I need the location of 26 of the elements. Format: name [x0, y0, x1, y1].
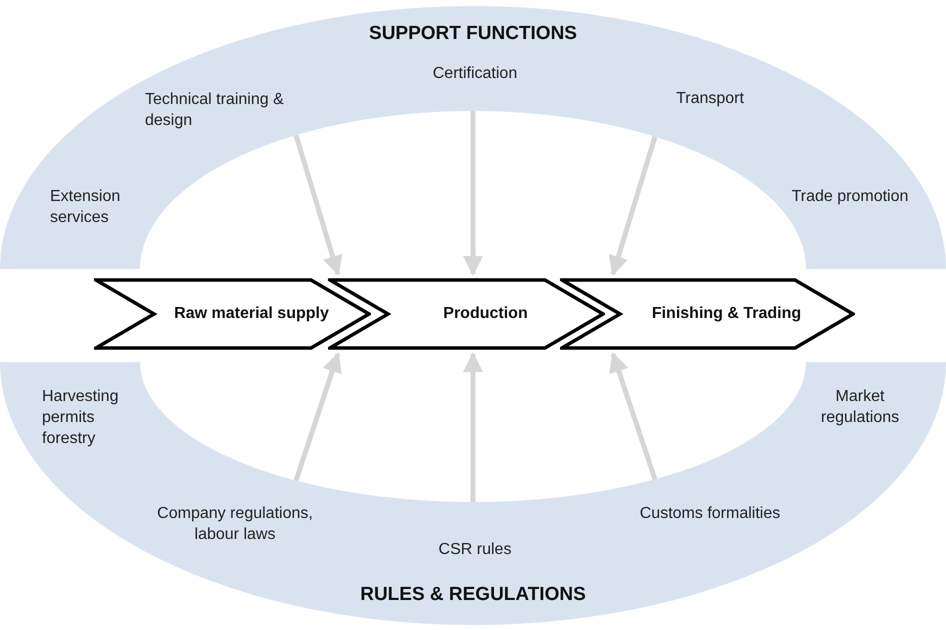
chevron-arrow-box — [560, 278, 855, 350]
function-label: Extension services — [50, 187, 122, 228]
chevron-arrow-box — [94, 278, 371, 350]
function-label: Market regulations — [820, 387, 900, 428]
arrow — [463, 111, 483, 276]
arrow — [463, 352, 483, 502]
arrow — [294, 352, 342, 482]
arrow — [608, 136, 658, 276]
chevron-arrow-box — [328, 278, 605, 350]
band-background — [0, 5, 946, 269]
function-label: Harvesting permits forestry — [42, 387, 120, 449]
arrow — [294, 134, 342, 276]
section-heading: RULES & REGULATIONS — [359, 584, 587, 606]
stage-label: Production — [442, 304, 529, 324]
function-label: Company regulations, labour laws — [156, 504, 314, 545]
section-heading: SUPPORT FUNCTIONS — [368, 23, 578, 45]
function-label: CSR rules — [438, 540, 512, 560]
function-label: Certification — [432, 64, 518, 84]
stage-label: Finishing & Trading — [650, 304, 802, 324]
stage-label: Raw material supply — [173, 304, 330, 324]
function-label: Customs formalities — [638, 504, 782, 524]
function-label: Technical training & design — [145, 90, 285, 131]
band-background — [0, 362, 946, 626]
function-label: Transport — [675, 89, 745, 109]
arrow — [609, 352, 658, 480]
function-label: Trade promotion — [790, 187, 910, 207]
